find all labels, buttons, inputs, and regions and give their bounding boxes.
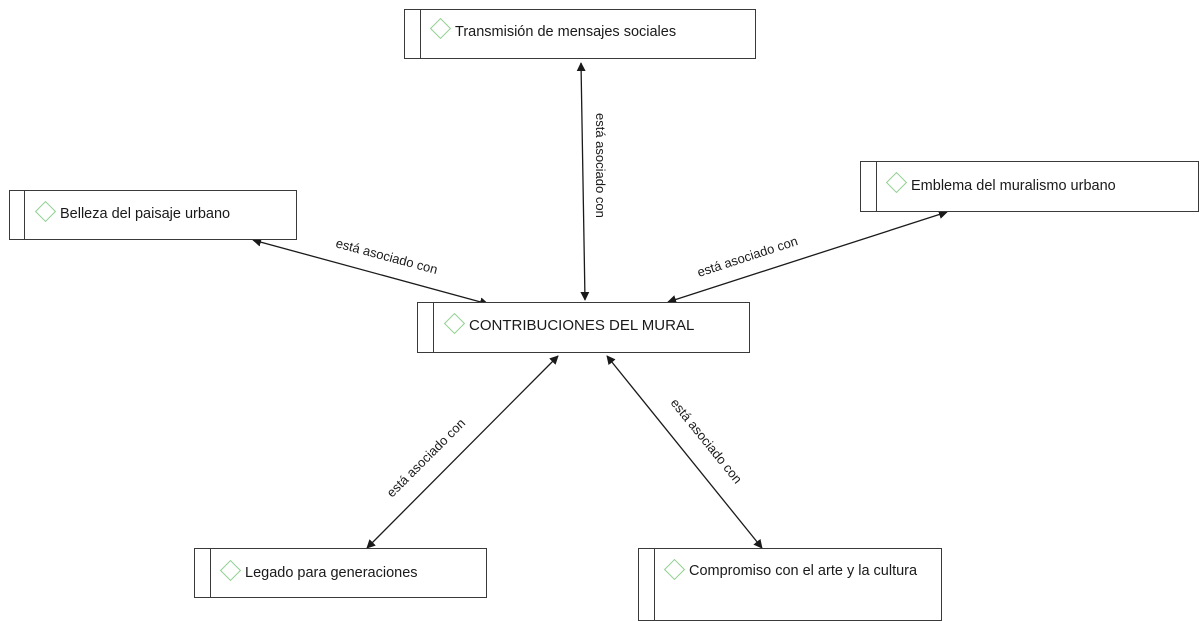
node-side-bar — [433, 303, 434, 352]
diamond-icon — [663, 558, 686, 581]
edge-label-top: está asociado con — [593, 113, 608, 218]
diamond-icon — [443, 312, 466, 335]
connector-right[interactable] — [667, 210, 948, 304]
node-label: Compromiso con el arte y la cultura — [689, 563, 918, 579]
edge-label-bottom-left: está asociado con — [384, 415, 469, 500]
node-side-bar — [876, 162, 877, 211]
node-belleza-paisaje-urbano[interactable]: Belleza del paisaje urbano — [9, 190, 297, 240]
diamond-icon — [219, 559, 242, 582]
node-label: CONTRIBUCIONES DEL MURAL — [469, 317, 695, 334]
node-label: Belleza del paisaje urbano — [60, 206, 231, 222]
node-side-bar — [210, 549, 211, 597]
node-label: Transmisión de mensajes sociales — [455, 24, 677, 40]
node-label: Legado para generaciones — [245, 565, 418, 581]
node-side-bar — [654, 549, 655, 620]
diamond-icon — [34, 200, 57, 223]
connector-top[interactable] — [576, 62, 590, 301]
node-compromiso-arte-cultura[interactable]: Compromiso con el arte y la cultura — [638, 548, 942, 621]
node-side-bar — [24, 191, 25, 239]
node-label: Emblema del muralismo urbano — [911, 178, 1116, 194]
edge-label-bottom-right: está asociado con — [668, 395, 746, 486]
connector-bottom-left[interactable] — [366, 355, 559, 549]
diamond-icon — [885, 171, 908, 194]
edge-label-left: está asociado con — [334, 235, 439, 277]
edge-label-right: está asociado con — [695, 233, 799, 280]
node-contribuciones-del-mural[interactable]: CONTRIBUCIONES DEL MURAL — [417, 302, 750, 353]
node-legado-para-generaciones[interactable]: Legado para generaciones — [194, 548, 487, 598]
diamond-icon — [429, 17, 452, 40]
connector-bottom-right[interactable] — [606, 355, 763, 549]
node-side-bar — [420, 10, 421, 58]
node-transmision-mensajes-sociales[interactable]: Transmisión de mensajes sociales — [404, 9, 756, 59]
node-emblema-muralismo-urbano[interactable]: Emblema del muralismo urbano — [860, 161, 1199, 212]
connector-left[interactable] — [252, 237, 489, 307]
